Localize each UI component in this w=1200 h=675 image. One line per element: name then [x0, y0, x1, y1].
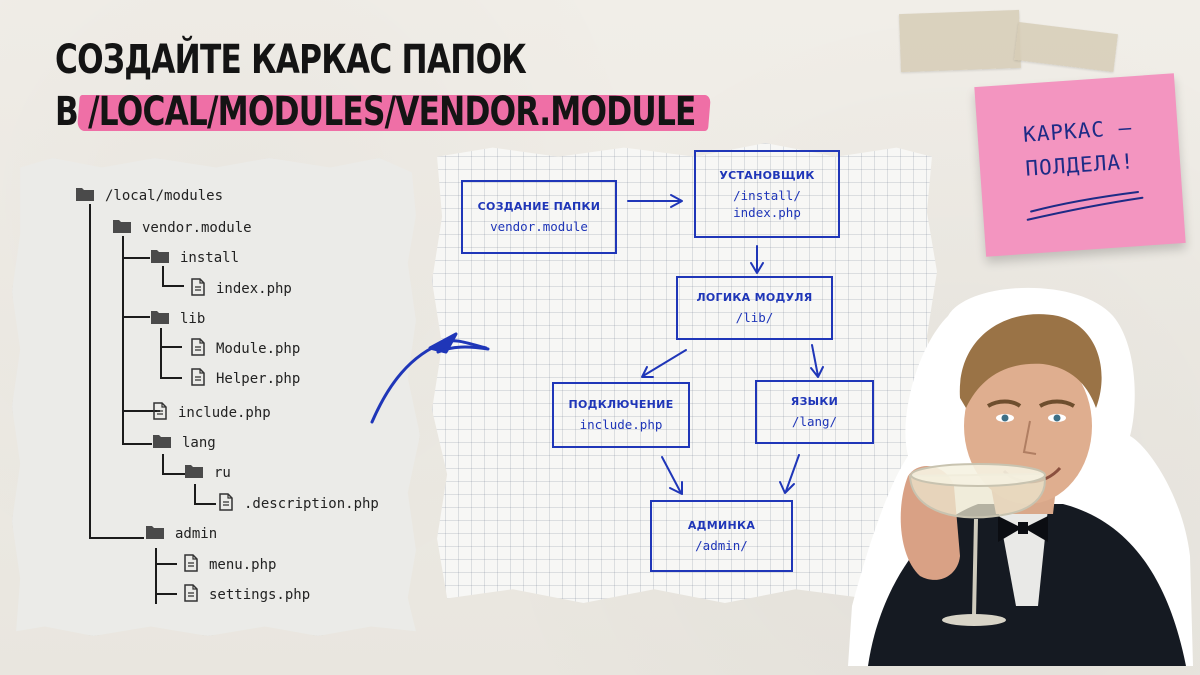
tree-item-label: Helper.php — [216, 371, 301, 387]
folder-tree-paper — [12, 158, 420, 636]
file-icon — [183, 554, 199, 576]
file-icon — [190, 368, 206, 390]
title-line-2: В /LOCAL/MODULES/VENDOR.MODULE — [55, 86, 696, 138]
tree-item-label: .description.php — [244, 496, 379, 512]
title-prefix: В — [55, 89, 79, 135]
tree-item: lib — [150, 309, 205, 329]
folder-icon — [75, 186, 95, 206]
tree-item: index.php — [190, 278, 292, 300]
tree-item-label: vendor.module — [142, 220, 252, 236]
tree-item-label: index.php — [216, 281, 292, 297]
tree-item: menu.php — [183, 554, 276, 576]
file-icon — [190, 338, 206, 360]
file-icon — [218, 493, 234, 515]
flow-box-path: /admin/ — [695, 538, 748, 553]
folder-icon — [112, 218, 132, 238]
tree-item-label: include.php — [178, 405, 271, 421]
flow-box-module-logic: ЛОГИКА МОДУЛЯ /lib/ — [676, 276, 833, 340]
tree-item: admin — [145, 524, 217, 544]
tree-item: include.php — [152, 402, 271, 424]
flow-box-include: ПОДКЛЮЧЕНИЕ include.php — [552, 382, 690, 448]
flow-box-create-folder: СОЗДАНИЕ ПАПКИ vendor.module — [461, 180, 617, 254]
flow-box-path: vendor.module — [490, 219, 588, 234]
tree-item: .description.php — [218, 493, 379, 515]
tree-item-label: ru — [214, 465, 231, 481]
tree-item: settings.php — [183, 584, 310, 606]
tree-item: install — [150, 248, 239, 268]
folder-icon — [152, 433, 172, 453]
flow-box-path: /lang/ — [791, 414, 838, 429]
flow-box-path: /install/ — [733, 187, 801, 203]
tree-item: lang — [152, 433, 216, 453]
folder-icon — [150, 248, 170, 268]
tree-item-label: lang — [182, 435, 216, 451]
tree-item-label: Module.php — [216, 341, 301, 357]
flow-box-heading: АДМИНКА — [687, 519, 756, 532]
tree-item-label: /local/modules — [105, 188, 224, 204]
tree-item: /local/modules — [75, 186, 223, 206]
file-icon — [183, 584, 199, 606]
folder-icon — [184, 463, 204, 483]
tree-item-label: settings.php — [209, 587, 311, 603]
flow-box-installer: УСТАНОВЩИК /install/ index.php — [694, 150, 840, 238]
flow-box-heading: ЛОГИКА МОДУЛЯ — [696, 291, 813, 304]
flow-box-languages: ЯЗЫКИ /lang/ — [755, 380, 874, 444]
tree-item: vendor.module — [112, 218, 252, 238]
folder-icon — [145, 524, 165, 544]
flow-box-admin: АДМИНКА /admin/ — [650, 500, 793, 572]
file-icon — [152, 402, 168, 424]
flow-box-heading: УСТАНОВЩИК — [719, 168, 815, 182]
tree-item: Module.php — [190, 338, 300, 360]
title-line-1: СОЗДАЙТЕ КАРКАС ПАПОК — [55, 37, 527, 83]
tree-item-label: admin — [175, 526, 218, 542]
flow-box-heading: ПОДКЛЮЧЕНИЕ — [568, 398, 674, 411]
flow-box-path: /lib/ — [735, 310, 774, 325]
page-title: СОЗДАЙТЕ КАРКАС ПАПОК В /LOCAL/MODULES/V… — [55, 34, 696, 138]
tape-strip — [899, 9, 1021, 73]
flow-box-path: include.php — [579, 417, 663, 432]
tree-item: Helper.php — [190, 368, 300, 390]
tree-item: ru — [184, 463, 231, 483]
sticky-note: КАРКАС — ПОЛДЕЛА! — [974, 73, 1186, 257]
underline-scribble-icon — [1026, 191, 1144, 221]
tree-item-label: install — [180, 250, 240, 266]
flow-box-heading: ЯЗЫКИ — [790, 395, 839, 408]
flow-box-path-2: index.php — [733, 204, 801, 220]
toast-photo — [848, 287, 1193, 666]
tree-item-label: lib — [180, 311, 206, 327]
tree-item-label: menu.php — [209, 557, 277, 573]
flow-box-heading: СОЗДАНИЕ ПАПКИ — [477, 200, 601, 213]
file-icon — [190, 278, 206, 300]
title-highlight: /LOCAL/MODULES/VENDOR.MODULE — [88, 89, 696, 135]
folder-icon — [150, 309, 170, 329]
